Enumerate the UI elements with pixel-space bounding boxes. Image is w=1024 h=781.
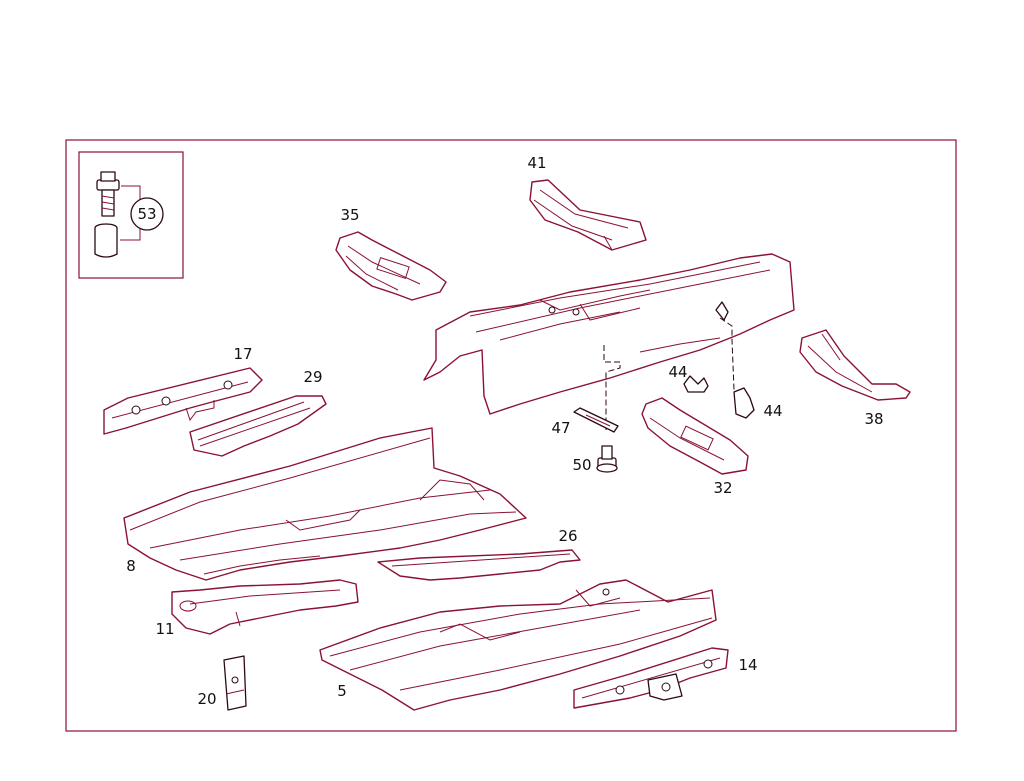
- part-38: [799, 329, 911, 401]
- callout-32: 32: [713, 479, 732, 497]
- part-14: [573, 647, 729, 709]
- part-41: [529, 179, 647, 251]
- callout-38: 38: [864, 410, 883, 428]
- connector-line-47: [603, 345, 621, 430]
- part-50-bolt-icon: [596, 445, 618, 473]
- part-47: [573, 407, 619, 433]
- callout-44a: 44: [668, 363, 687, 381]
- part-35: [335, 231, 447, 301]
- callout-44b: 44: [763, 402, 782, 420]
- part-44-clip-a: [683, 375, 709, 393]
- part-32: [641, 397, 749, 475]
- diagram-frame: [65, 139, 957, 732]
- part-29: [189, 395, 327, 457]
- callout-14: 14: [738, 656, 757, 674]
- part-8: [123, 427, 527, 581]
- callout-20: 20: [197, 690, 216, 708]
- inset-fastener-box: 53: [78, 151, 184, 279]
- part-17: [103, 367, 263, 435]
- callout-29: 29: [303, 368, 322, 386]
- callout-35: 35: [340, 206, 359, 224]
- callout-53: 53: [137, 205, 156, 223]
- part-5: [319, 579, 717, 711]
- callout-circle-53: [130, 197, 164, 231]
- part-44-clip-b: [715, 301, 755, 419]
- callout-47: 47: [551, 419, 570, 437]
- part-26: [377, 549, 581, 581]
- rear-floor-panel: [423, 253, 795, 415]
- callout-41: 41: [527, 154, 546, 172]
- callout-8: 8: [126, 557, 136, 575]
- callout-11: 11: [155, 620, 174, 638]
- bolt-icon: [96, 171, 120, 217]
- part-20: [223, 655, 247, 711]
- callout-5: 5: [337, 682, 347, 700]
- sleeve-icon: [94, 223, 118, 258]
- callout-17: 17: [233, 345, 252, 363]
- callout-26: 26: [558, 527, 577, 545]
- connector-line-44: [719, 317, 735, 391]
- callout-50: 50: [572, 456, 591, 474]
- part-11: [171, 579, 359, 635]
